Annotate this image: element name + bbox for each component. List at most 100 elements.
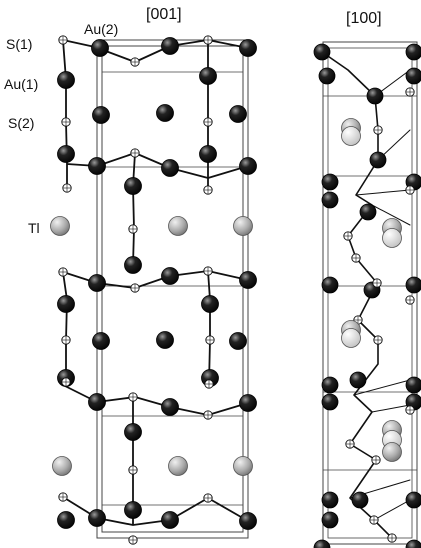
au-atom [405, 276, 421, 294]
vertical-chain [207, 270, 211, 385]
s-atom [203, 266, 213, 276]
s-atom [351, 253, 361, 263]
au-atom [366, 87, 384, 105]
au-atom [57, 295, 75, 313]
au-atom [405, 539, 421, 548]
au-atom [321, 511, 339, 529]
au-atom [88, 509, 106, 527]
au-atom [239, 394, 257, 412]
au-atom [405, 491, 421, 509]
vertical-chain [62, 39, 68, 165]
au-atom [351, 491, 369, 509]
au-atom [161, 37, 179, 55]
tl-atom-label: Tl [28, 220, 40, 236]
s2-atom-label: S(2) [8, 115, 35, 131]
au-atom [313, 539, 331, 548]
s-atom [203, 185, 213, 195]
s-atom [61, 117, 71, 127]
au-atom [161, 398, 179, 416]
projection-001 [50, 35, 257, 545]
s-atom [387, 533, 397, 543]
unit-cell-outline [322, 41, 418, 545]
s-atom [203, 35, 213, 45]
s-atom [373, 125, 383, 135]
au-atom [239, 512, 257, 530]
au-atom [91, 39, 109, 57]
s-atom [405, 87, 415, 97]
au-atom [161, 267, 179, 285]
s-atom [61, 377, 71, 387]
au-atom [57, 71, 75, 89]
au-atom [88, 274, 106, 292]
au-atom [321, 376, 339, 394]
s-atom [61, 335, 71, 345]
s-atom [128, 224, 138, 234]
s-atom [345, 439, 355, 449]
projection-001-title: [001] [146, 6, 182, 23]
bond [353, 379, 411, 396]
au-atom [57, 511, 75, 529]
vertical-chain [62, 271, 68, 382]
s-atom [58, 35, 68, 45]
s-atom [373, 335, 383, 345]
au-atom [124, 256, 142, 274]
au-atom [156, 331, 174, 349]
bond [355, 189, 411, 196]
vertical-chain [132, 152, 136, 266]
au-atom [318, 67, 336, 85]
au-atom [199, 145, 217, 163]
s-atom [204, 379, 214, 389]
s-atom [62, 183, 72, 193]
s-atom [203, 493, 213, 503]
au-atom [321, 191, 339, 209]
s-atom [405, 405, 415, 415]
s-atom [130, 57, 140, 67]
au-atom [92, 332, 110, 350]
tl-atom [382, 442, 402, 462]
au-atom [405, 67, 421, 85]
au-atom [201, 295, 219, 313]
zigzag-chain [62, 39, 249, 63]
s1-atom-label: S(1) [6, 36, 33, 52]
s-atom [128, 535, 138, 545]
bond [371, 404, 411, 413]
au-atom [161, 511, 179, 529]
au-atom [124, 177, 142, 195]
tl-atom [382, 228, 402, 248]
tl-atom [341, 328, 361, 348]
au-atom [313, 43, 331, 61]
tl-atom [52, 456, 72, 476]
s-atom [405, 185, 415, 195]
tl-atom [168, 216, 188, 236]
au-atom [124, 423, 142, 441]
au-atom [349, 371, 367, 389]
s-atom [130, 283, 140, 293]
au-atom [321, 491, 339, 509]
zigzag-chain [321, 51, 393, 539]
au-atom [239, 157, 257, 175]
au-atom [405, 376, 421, 394]
projection-100 [313, 41, 421, 548]
bond [373, 499, 411, 521]
au-atom [369, 151, 387, 169]
au2-atom-label: Au(2) [84, 21, 119, 37]
au1-atom-label: Au(1) [4, 76, 39, 92]
s-atom [128, 392, 138, 402]
s-atom [371, 455, 381, 465]
au-atom [239, 271, 257, 289]
au-atom [88, 157, 106, 175]
au-atom [88, 393, 106, 411]
au-atom [156, 104, 174, 122]
s-atom [58, 492, 68, 502]
au-atom [405, 43, 421, 61]
au-atom [229, 105, 247, 123]
bond [371, 204, 411, 226]
tl-atom [50, 216, 70, 236]
s-atom [203, 117, 213, 127]
s-atom [343, 231, 353, 241]
au-atom [321, 393, 339, 411]
au-atom [199, 67, 217, 85]
au-atom [239, 39, 257, 57]
au-atom [229, 332, 247, 350]
